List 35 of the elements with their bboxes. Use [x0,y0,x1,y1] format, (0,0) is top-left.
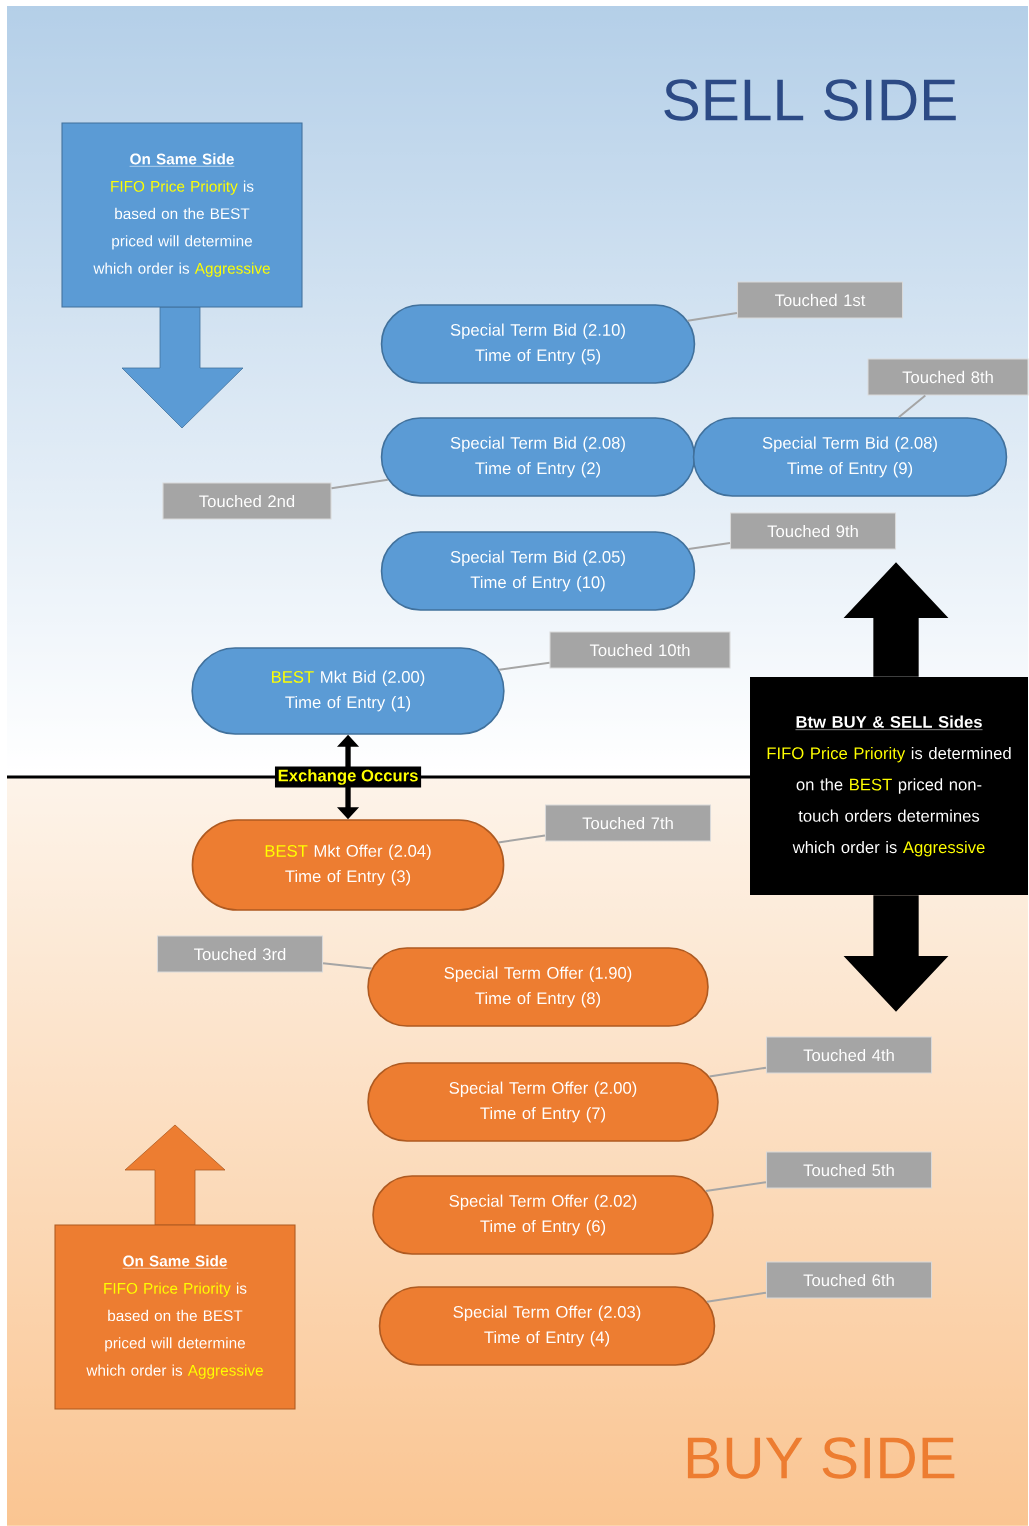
order-pill: Special Term Bid (2.08) Time of Entry (2) [380,417,696,497]
order-pill: Special Term Offer (2.02) Time of Entry (6) [372,1175,714,1255]
leader-line [897,394,927,419]
order-pill: Special Term Offer (2.03) Time of Entry (4) [378,1286,716,1366]
side-title: SELL SIDE [664,79,956,121]
leader-line [498,661,551,671]
order-pill: Special Term Bid (2.08) Time of Entry (9) [692,417,1008,497]
touched-tag: Touched 10th [549,631,731,669]
touched-tag: Touched 6th [765,1261,933,1299]
order-pill: Special Term Offer (2.00) Time of Entry (7) [367,1062,719,1142]
note-box: On Same Side FIFO Price Priority is based on the BEST priced will determine which order is Aggressive [61,122,303,308]
touched-tag: Touched 4th [765,1036,933,1074]
touched-tag: Touched 2nd [162,482,332,520]
leader-line [705,1291,767,1303]
side-title: BUY SIDE [687,1437,955,1479]
touched-tag: Touched 1st [736,281,904,319]
order-pill: BEST Mkt Bid (2.00) Time of Entry (1) [191,647,505,735]
touched-tag: Touched 8th [867,358,1029,396]
touched-tag: Touched 3rd [156,935,324,973]
order-pill: BEST Mkt Offer (2.04) Time of Entry (3) [191,819,505,911]
leader-line [687,542,731,551]
order-pill: Special Term Offer (1.90) Time of Entry (8) [367,947,709,1027]
leader-line [330,478,389,490]
touched-tag: Touched 7th [544,804,712,842]
leader-line [322,962,373,970]
leader-line [686,311,738,322]
leader-line [497,834,546,844]
note-box: On Same Side FIFO Price Priority is based on the BEST priced will determine which order is Aggressive [54,1224,296,1410]
order-pill: Special Term Bid (2.05) Time of Entry (10) [380,531,696,611]
leader-line [708,1066,767,1078]
order-pill: Special Term Bid (2.10) Time of Entry (5) [380,304,696,384]
touched-tag: Touched 5th [765,1151,933,1189]
leader-line [704,1181,767,1193]
note-box: Btw BUY & SELL Sides FIFO Price Priority is determined on the BEST priced non-touch orders determines which order is Aggressive [750,677,1028,895]
touched-tag: Touched 9th [729,512,897,550]
